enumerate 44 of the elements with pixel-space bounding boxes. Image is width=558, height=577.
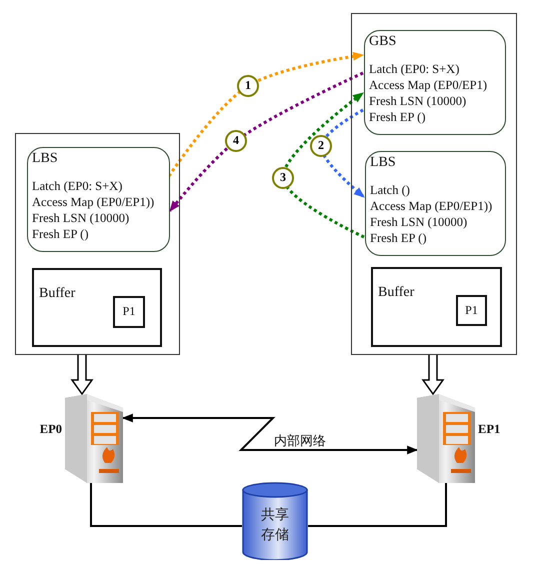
dashed-arrow [282,92,365,238]
state-panel [365,151,506,256]
field-line: Latch (EP0: S+X) [369,62,460,77]
storage-label: 共享存储 [261,506,289,545]
step-number: 1 [237,75,259,97]
field-line: Access Map (EP0/EP1)) [370,199,492,214]
field-line: Latch () [370,183,410,198]
panel-title: LBS [370,155,396,170]
server-panel [15,133,180,355]
step-number: 3 [272,167,294,189]
connector-line [308,483,447,527]
state-panel [27,147,170,252]
page-label: P1 [122,304,136,319]
block-arrow [422,354,444,396]
field-line: Fresh EP () [370,231,426,246]
field-line: Latch (EP0: S+X) [32,179,122,194]
buffer-panel [371,267,502,347]
dashed-arrow [168,72,364,212]
page-label: P1 [464,303,479,318]
panel-title: Buffer [378,285,414,300]
network-arrow [122,414,418,454]
dashed-arrow [168,52,364,177]
buffer-panel [32,268,162,347]
state-panel [364,30,506,135]
page-box [456,295,487,326]
field-line: Access Map (EP0/EP1) [369,78,488,93]
block-arrow [70,354,94,396]
connector-line [90,483,242,527]
field-line: Fresh LSN (10000) [370,215,468,230]
field-line: Fresh LSN (10000) [32,211,130,226]
field-line: Fresh LSN (10000) [369,94,466,109]
panel-title: LBS [32,151,58,166]
panel-title: Buffer [39,286,76,301]
edge-label: 内部网络 [274,433,326,448]
field-line: Fresh EP () [369,110,426,125]
panel-title: GBS [369,34,396,49]
step-number: 2 [310,135,332,157]
server-panel [351,13,517,355]
step-number: 4 [225,130,247,152]
server-label: EP0 [40,422,62,437]
page-box [113,296,145,328]
field-line: Fresh EP () [32,227,88,242]
server-label: EP1 [478,422,500,437]
field-line: Access Map (EP0/EP1)) [32,195,154,210]
